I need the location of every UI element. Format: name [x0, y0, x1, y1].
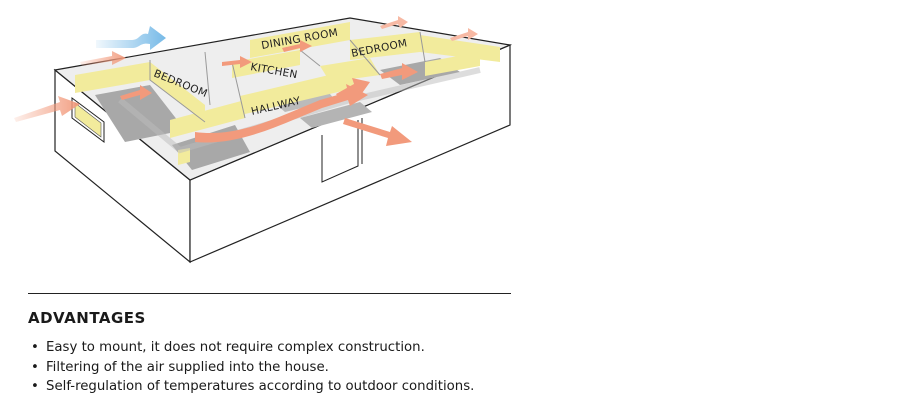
advantage-text: Filtering of the air supplied into the h… [46, 359, 329, 375]
fresh-air-arrows [14, 16, 478, 146]
advantage-text: Easy to mount, it does not require compl… [46, 340, 425, 355]
exhaust-air-arrow [96, 26, 166, 50]
bullet-icon: • [31, 379, 39, 395]
list-item: • Filtering of the air supplied into the… [28, 358, 474, 378]
section-divider [28, 293, 511, 294]
bullet-icon: • [31, 359, 39, 375]
advantages-heading: ADVANTAGES [28, 309, 146, 327]
ventilation-unit-icon [71, 97, 105, 143]
advantage-text: Self-regulation of temperatures accordin… [46, 379, 475, 395]
bullet-icon: • [31, 340, 39, 355]
house-ventilation-diagram: DINING ROOM BEDROOM BEDROOM KITCHEN HALL… [14, 16, 513, 264]
advantages-list: • Easy to mount, it does not require com… [28, 338, 474, 397]
list-item: • Easy to mount, it does not require com… [28, 338, 474, 358]
list-item: • Self-regulation of temperatures accord… [28, 377, 474, 397]
